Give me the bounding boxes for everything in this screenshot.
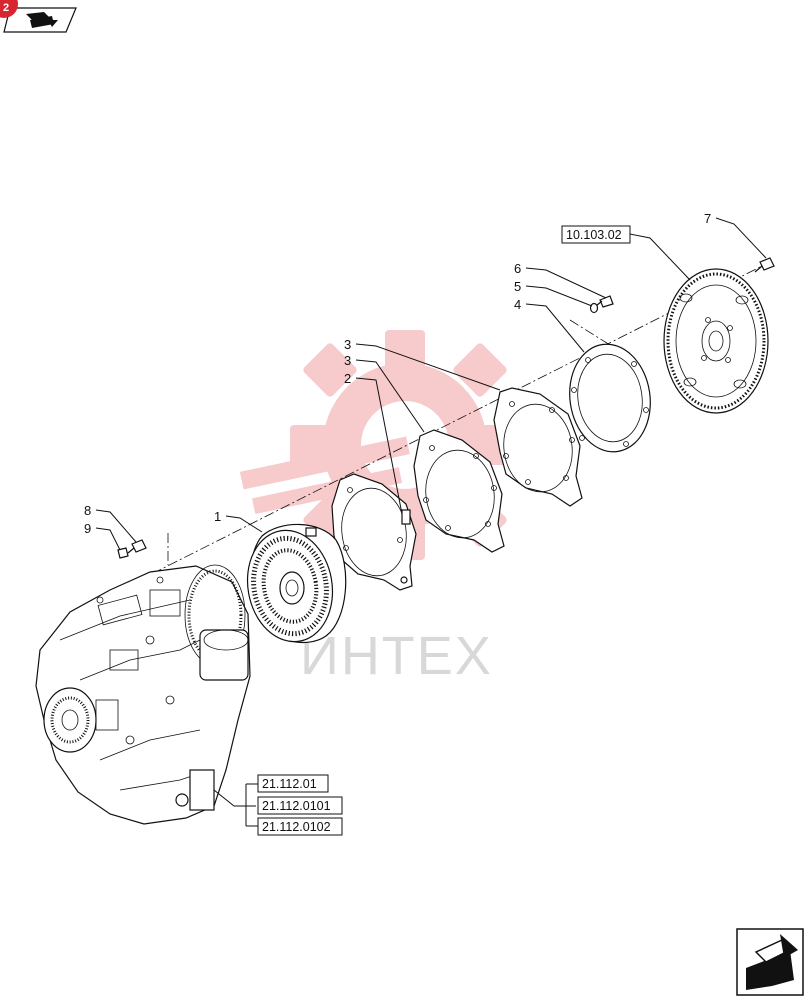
callout-4[interactable]: 4 [514, 297, 521, 312]
watermark-text: ИНТЕХ [300, 626, 493, 686]
callout-2[interactable]: 2 [344, 371, 351, 386]
ref-transmission-label-1: 21.112.01 [262, 777, 317, 791]
callout-1[interactable]: 1 [214, 509, 221, 524]
bolt-8[interactable] [127, 539, 147, 554]
callout-8[interactable]: 8 [84, 503, 91, 518]
flex-plate-3-front[interactable] [413, 429, 505, 553]
callout-9[interactable]: 9 [84, 521, 91, 536]
next-page-button[interactable] [736, 928, 804, 996]
flywheel[interactable] [663, 268, 769, 414]
callout-7[interactable]: 7 [704, 211, 711, 226]
transmission-housing[interactable] [35, 564, 251, 825]
callout-3-rear[interactable]: 3 [344, 337, 351, 352]
torque-converter-1[interactable] [239, 523, 347, 649]
adapter-plate-4[interactable] [563, 339, 657, 457]
washer-5[interactable] [589, 302, 599, 314]
ref-box-transmission-3[interactable]: 21.112.0102 [257, 817, 343, 836]
ref-transmission-label-3: 21.112.0102 [262, 820, 331, 834]
ref-flywheel-label: 10.103.02 [566, 228, 622, 242]
flex-plate-3-rear[interactable] [493, 387, 583, 507]
header-nav-icon[interactable] [3, 7, 77, 33]
washer-9[interactable] [117, 547, 129, 559]
axis-guide-gasket [569, 319, 619, 351]
page-badge-number: 2 [3, 2, 9, 14]
callout-5[interactable]: 5 [514, 279, 521, 294]
book-arrow-icon [26, 12, 58, 28]
callout-3-front[interactable]: 3 [344, 353, 351, 368]
bolt-7[interactable] [754, 257, 775, 273]
ref-box-transmission-1[interactable]: 21.112.01 [257, 774, 329, 793]
bolt-6[interactable] [595, 295, 614, 308]
callout-6[interactable]: 6 [514, 261, 521, 276]
assembly-axis [119, 261, 771, 591]
ref-box-transmission-2[interactable]: 21.112.0101 [257, 796, 343, 815]
leader-lines [95, 217, 767, 827]
next-page-arrow-icon [746, 934, 798, 990]
page-badge: 2 [0, 0, 18, 18]
ref-transmission-label-2: 21.112.0101 [262, 799, 331, 813]
ref-box-flywheel[interactable]: 10.103.02 [561, 225, 631, 244]
